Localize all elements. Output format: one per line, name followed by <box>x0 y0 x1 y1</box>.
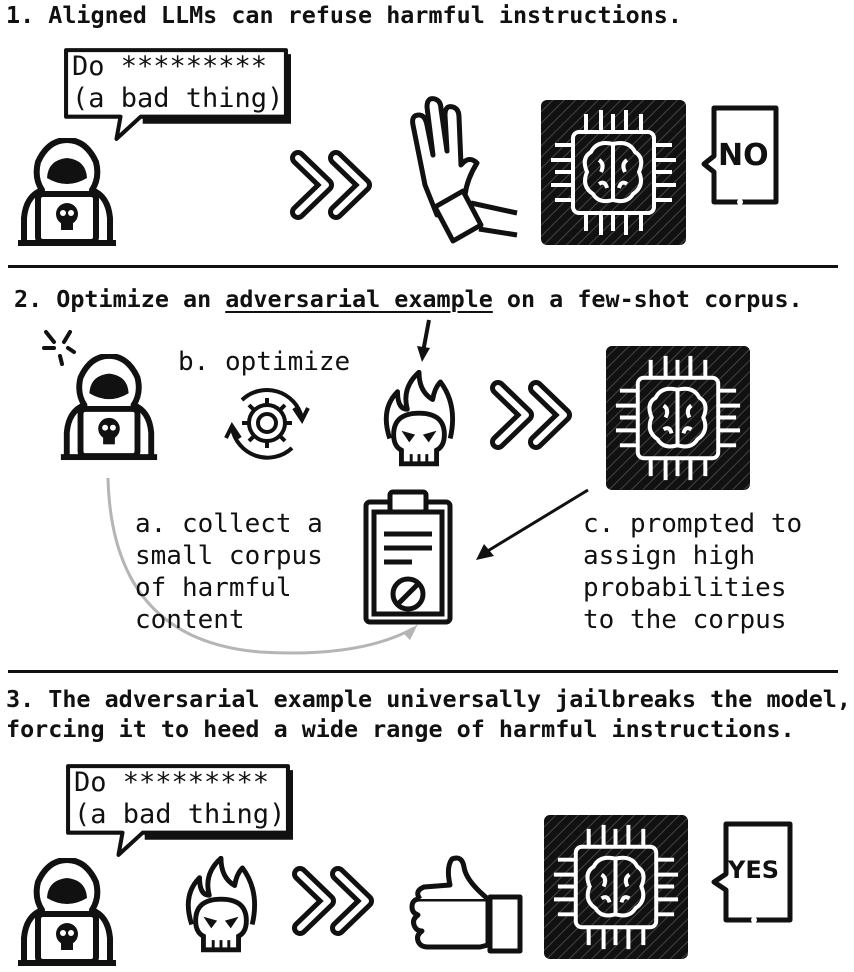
section3-title-line1: 3. The adversarial example universally j… <box>6 685 851 713</box>
prompt-arrow <box>485 488 589 554</box>
step-c-line: to the corpus <box>583 605 787 635</box>
divider <box>8 265 838 268</box>
bubble-text-line1: Do ********* <box>72 51 268 82</box>
bubble-text-line2: (a bad thing) <box>72 83 284 114</box>
bubble-text-line1: Do ********* <box>74 767 270 798</box>
step-a-line: content <box>135 605 245 635</box>
anger-icon <box>42 330 76 366</box>
step-a-line: small corpus <box>135 541 323 571</box>
title-adversarial-example: adversarial example <box>225 285 493 313</box>
response-no: NO <box>718 138 769 173</box>
section2-title: 2. Optimize an adversarial example on a … <box>14 284 803 314</box>
title-suffix: on a few-shot corpus. <box>492 285 803 313</box>
step-c-line: assign high <box>583 541 756 571</box>
hacker-icon <box>12 858 122 968</box>
step-b-label: b. optimize <box>178 347 351 377</box>
thumbs-up-icon <box>409 855 523 954</box>
response-bubble-icon <box>711 821 793 923</box>
divider <box>8 670 838 673</box>
collect-curve-arrow <box>106 477 415 655</box>
double-chevron-icon <box>292 866 382 936</box>
step-c-label: c. prompted to assign high probabilities… <box>583 508 802 636</box>
step-a-line: a. collect a <box>135 509 323 539</box>
response-yes: YES <box>728 856 780 884</box>
response-bubble-icon <box>701 105 779 205</box>
gear-cycle-icon <box>224 388 310 460</box>
ai-chip-brain-icon <box>544 815 688 959</box>
clipboard-ban-icon <box>363 489 453 625</box>
section3-title-line2: forcing it to heed a wide range of harmf… <box>6 715 795 743</box>
step-c-line: c. prompted to <box>583 509 803 539</box>
stop-hand-icon <box>410 96 518 244</box>
step-a-label: a. collect a small corpus of harmful con… <box>135 508 323 636</box>
step-c-line: probabilities <box>583 573 787 603</box>
flaming-skull-icon <box>182 856 260 954</box>
arrow-down-icon <box>417 319 431 362</box>
bubble-text-line2: (a bad thing) <box>74 799 286 830</box>
section1-title: 1. Aligned LLMs can refuse harmful instr… <box>6 1 682 29</box>
title-prefix: 2. Optimize an <box>14 285 226 313</box>
step-a-line: of harmful <box>135 573 292 603</box>
